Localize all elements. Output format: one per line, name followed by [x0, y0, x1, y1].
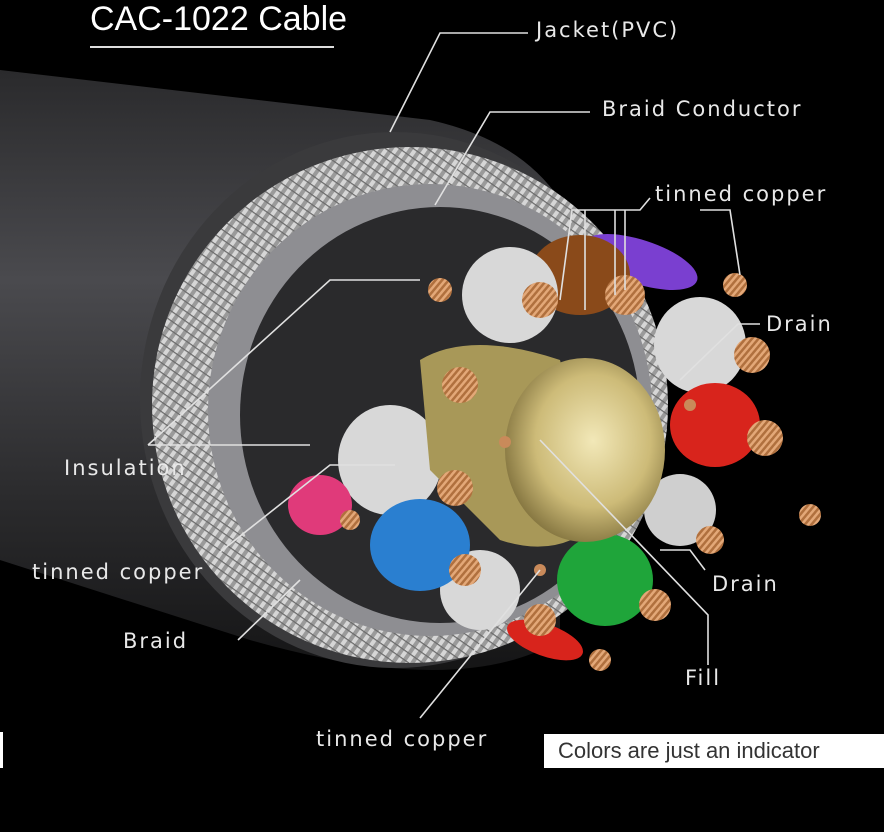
- copper-green: [639, 589, 671, 621]
- copper-red-small: [589, 649, 611, 671]
- colors-disclaimer: Colors are just an indicator: [544, 734, 884, 768]
- leader-drain-bottom: [660, 549, 706, 571]
- leader-tinned-left: [219, 464, 395, 553]
- copper-far-right: [799, 504, 821, 526]
- drain-wire-1: [499, 436, 511, 448]
- copper-bottom: [524, 604, 556, 636]
- copper-blue: [449, 554, 481, 586]
- copper-purple: [723, 273, 747, 297]
- fill-end: [505, 358, 665, 542]
- copper-white-small: [696, 526, 724, 554]
- white-wire-left: [338, 405, 442, 515]
- copper-top: [522, 282, 558, 318]
- edge-marker: [0, 732, 3, 768]
- leader-lines: [147, 32, 760, 719]
- copper-pink: [340, 510, 360, 530]
- label-fill: Fill: [685, 666, 722, 690]
- copper-red: [747, 420, 783, 456]
- blue-insulation: [370, 499, 470, 591]
- page-title: CAC-1022 Cable: [90, 0, 348, 38]
- label-tinned-copper-bottom: tinned copper: [316, 727, 489, 751]
- pink-insulation: [288, 475, 352, 535]
- copper-right: [734, 337, 770, 373]
- white-wire-right: [654, 297, 746, 393]
- leader-braid: [237, 579, 301, 641]
- leader-drain-top: [679, 323, 760, 381]
- leader-braid-conductor: [434, 111, 590, 206]
- label-tinned-copper-left: tinned copper: [32, 560, 205, 584]
- white-wire-top: [462, 247, 558, 343]
- label-braid-conductor: Braid Conductor: [602, 97, 803, 121]
- leader-tinned-top-right: [700, 209, 741, 276]
- white-wire-small: [644, 474, 716, 546]
- label-insulation: Insulation: [64, 456, 187, 480]
- copper-left: [437, 470, 473, 506]
- label-drain-bottom: Drain: [712, 572, 779, 596]
- red-small-insulation: [507, 619, 583, 661]
- title-underline: [90, 46, 334, 48]
- green-insulation: [557, 534, 653, 626]
- copper-upper-left: [442, 367, 478, 403]
- leader-tinned-top: [559, 197, 651, 301]
- label-drain-top: Drain: [766, 312, 833, 336]
- label-tinned-copper-top: tinned copper: [655, 182, 828, 206]
- label-braid: Braid: [123, 629, 189, 653]
- leader-fill: [539, 439, 709, 665]
- label-jacket: Jacket(PVC): [536, 18, 680, 42]
- copper-top-left: [428, 278, 452, 302]
- leader-jacket: [389, 32, 528, 133]
- drain-wire-2: [684, 399, 696, 411]
- red-insulation: [670, 383, 760, 467]
- leader-insulation: [147, 279, 420, 446]
- leader-tinned-bottom: [419, 569, 541, 719]
